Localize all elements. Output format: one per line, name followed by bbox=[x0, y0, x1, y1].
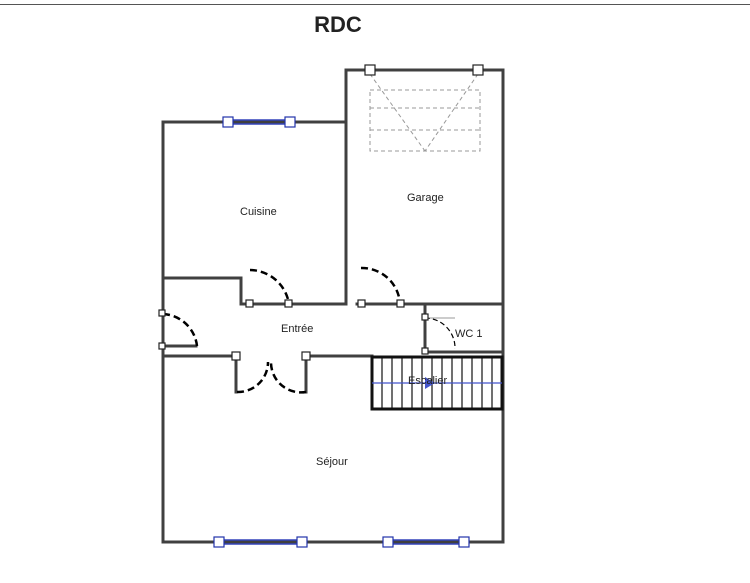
window-sejour-right bbox=[388, 539, 464, 545]
handle bbox=[364, 64, 376, 76]
label-wc: WC 1 bbox=[455, 328, 483, 340]
handle bbox=[245, 299, 254, 308]
wall-outer bbox=[161, 68, 505, 544]
label-entree: Entrée bbox=[281, 323, 314, 335]
door-salon-left bbox=[236, 361, 270, 394]
window-cuisine bbox=[228, 119, 290, 125]
handle bbox=[472, 64, 484, 76]
handles-blue[interactable] bbox=[213, 116, 470, 548]
handle bbox=[231, 351, 241, 361]
door-cuisine bbox=[249, 268, 291, 305]
windows bbox=[219, 119, 464, 545]
label-sejour: Séjour bbox=[316, 456, 348, 468]
doors bbox=[162, 266, 402, 394]
handle bbox=[458, 536, 470, 548]
door-entrance bbox=[162, 312, 199, 347]
handle bbox=[296, 536, 308, 548]
door-salon-right bbox=[269, 361, 307, 394]
handle bbox=[382, 536, 394, 548]
plan-title: RDC bbox=[314, 12, 362, 37]
handle bbox=[357, 299, 366, 308]
top-rule bbox=[0, 4, 750, 5]
door-garage bbox=[360, 266, 402, 305]
stair-arrow-head bbox=[425, 377, 435, 389]
label-garage: Garage bbox=[407, 192, 444, 204]
handle bbox=[396, 299, 405, 308]
handle bbox=[284, 299, 293, 308]
handle bbox=[421, 313, 429, 321]
handles-black[interactable] bbox=[158, 64, 484, 361]
handle bbox=[213, 536, 225, 548]
handle bbox=[222, 116, 234, 128]
door-wc bbox=[424, 317, 456, 350]
walls bbox=[161, 68, 505, 544]
handle bbox=[158, 342, 166, 350]
label-cuisine: Cuisine bbox=[240, 206, 277, 218]
handle bbox=[158, 309, 166, 317]
handle bbox=[284, 116, 296, 128]
handle bbox=[421, 347, 429, 355]
handle bbox=[301, 351, 311, 361]
garage-door bbox=[369, 73, 481, 152]
label-escalier: Escalier bbox=[408, 375, 448, 387]
window-sejour-left bbox=[219, 539, 302, 545]
wall-cuisine-bottom bbox=[161, 276, 348, 306]
staircase bbox=[370, 355, 504, 411]
